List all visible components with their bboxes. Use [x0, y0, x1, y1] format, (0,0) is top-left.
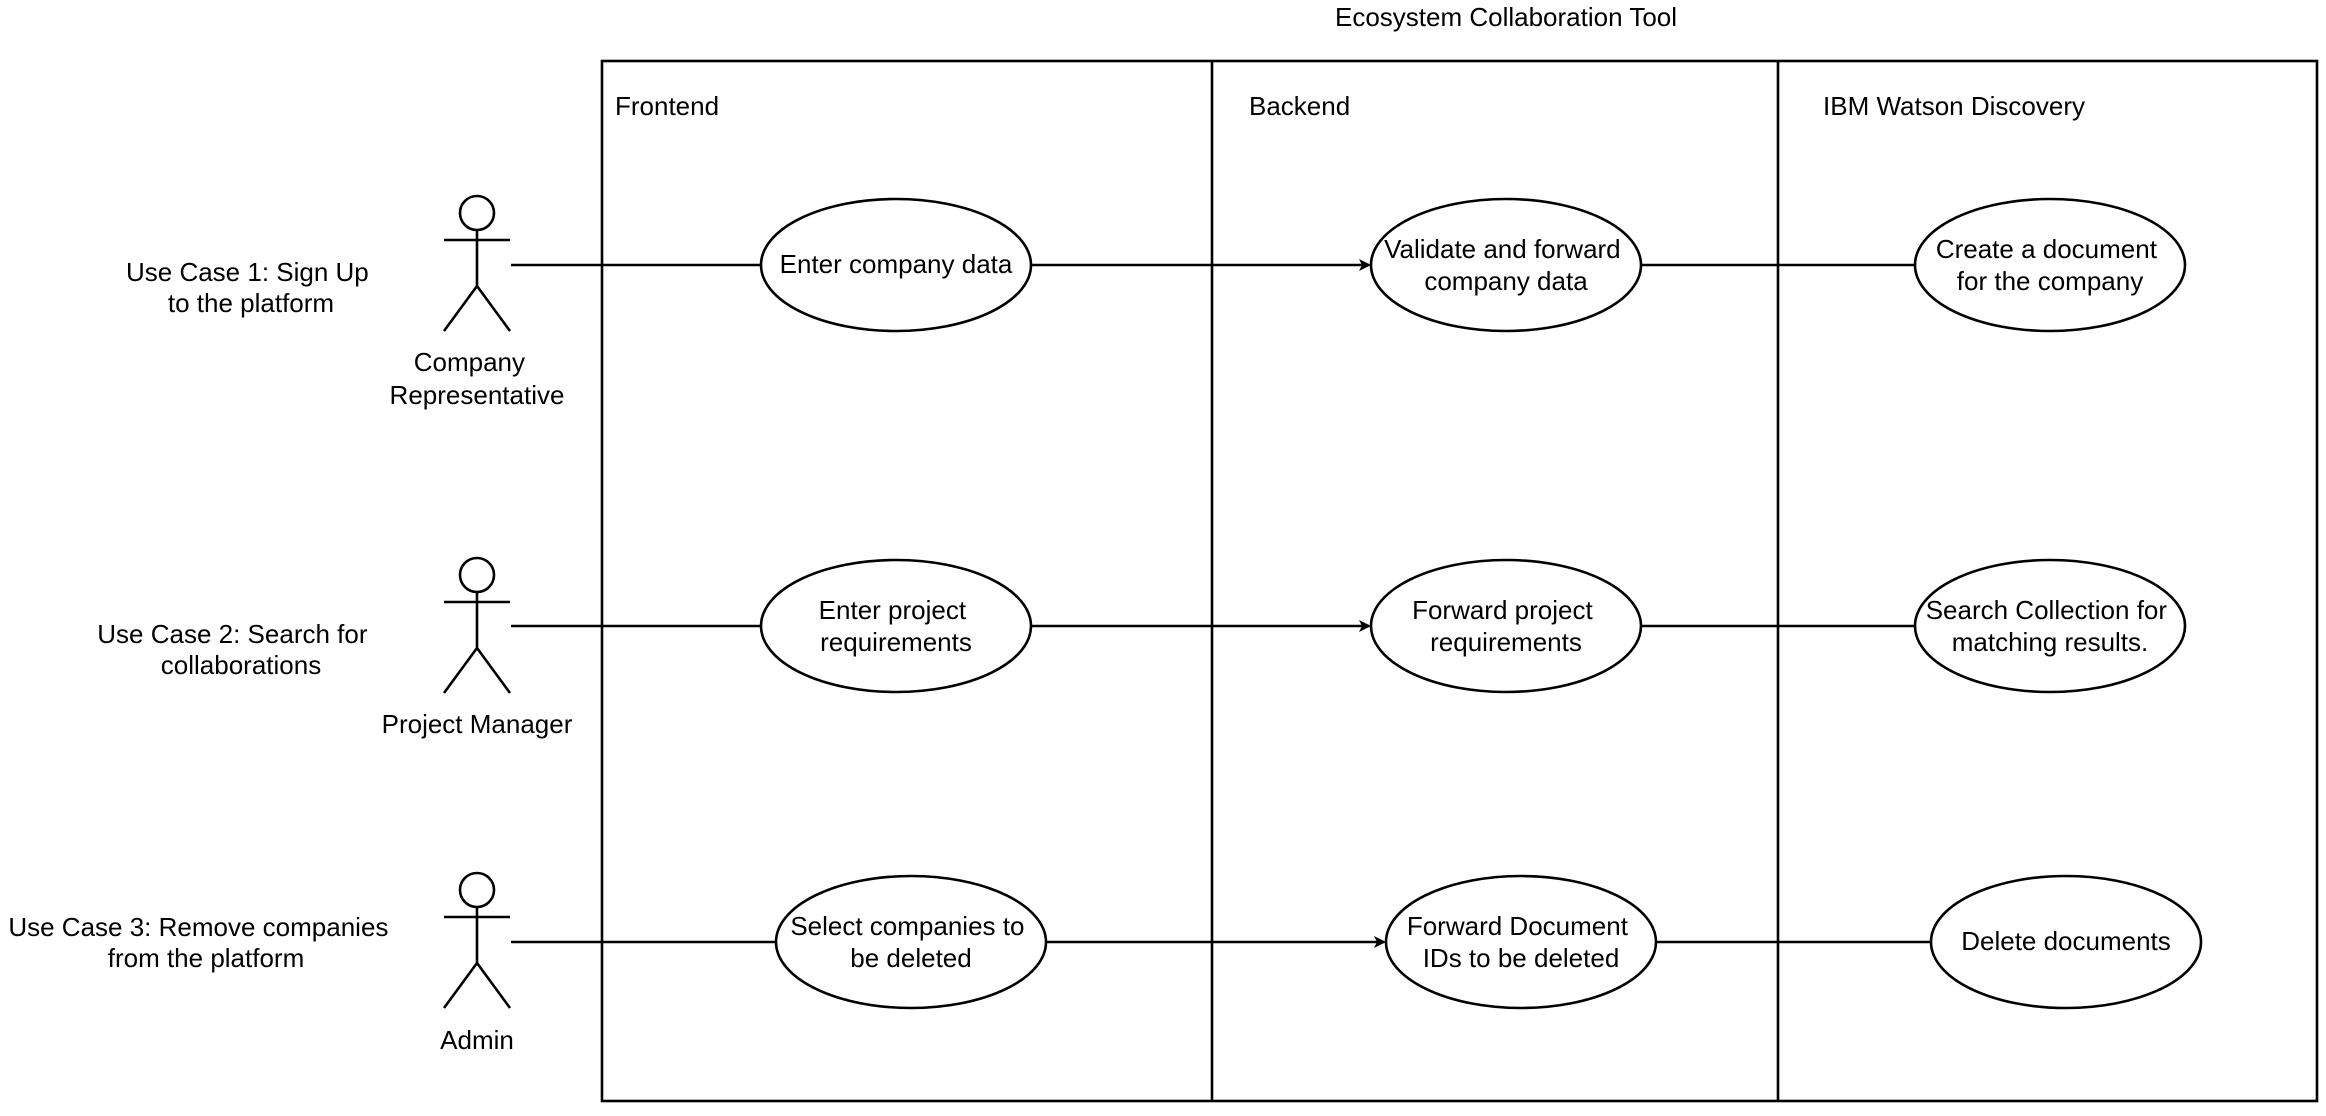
use-case-ellipse-label-line: be deleted [850, 943, 971, 973]
use-case-ellipse [1384, 874, 1658, 1010]
use-case-ellipse-label-line: IDs to be deleted [1423, 943, 1620, 973]
use-case-ellipse-label-line: for the company [1957, 266, 2143, 296]
use-case-ellipse-label-line: Forward Document [1407, 911, 1629, 941]
use-case-ellipse-label-line: company data [1424, 266, 1588, 296]
actor-label-line: Company [414, 347, 525, 377]
use-case-label: Use Case 3: Remove companies from the pl… [8, 912, 395, 973]
use-case-ellipse-label: Forward project requirements [1412, 595, 1600, 657]
use-case-label-line: Use Case 2: Search for [97, 619, 368, 649]
use-case-label-line: to the platform [168, 288, 334, 318]
use-case-row-1: Use Case 1: Sign Up to the platform Comp… [126, 194, 2187, 410]
use-case-ellipse-label-line: Select companies to [790, 911, 1024, 941]
use-case-ellipse [1913, 197, 2187, 333]
use-case-label: Use Case 2: Search for collaborations [97, 619, 374, 680]
lane-label-backend: Backend [1249, 91, 1350, 121]
use-case-ellipse-label: Enter company data [780, 249, 1013, 279]
use-case-ellipse-label-line: Enter company data [780, 249, 1013, 279]
use-case-ellipse-label: Delete documents [1961, 926, 2171, 956]
use-case-label-line: collaborations [161, 650, 321, 680]
use-case-label: Use Case 1: Sign Up to the platform [126, 257, 376, 318]
actor-label: Project Manager [382, 709, 573, 739]
lane-label-frontend: Frontend [615, 91, 719, 121]
actor-label-line: Project Manager [382, 709, 573, 739]
use-case-ellipse-label: Search Collection for matching results. [1926, 595, 2175, 657]
use-case-ellipse-label-line: Search Collection for [1926, 595, 2168, 625]
use-case-row-2: Use Case 2: Search for collaborations Pr… [97, 556, 2187, 739]
actor-stick-figure [442, 556, 512, 694]
use-case-ellipse [774, 874, 1048, 1010]
actor-label: Admin [440, 1025, 514, 1055]
actor-stick-figure [442, 871, 512, 1009]
use-case-ellipse-label: Validate and forward company data [1384, 234, 1628, 296]
use-case-ellipse [1369, 197, 1643, 333]
actor-label-line: Admin [440, 1025, 514, 1055]
system-boundary [600, 59, 2319, 1103]
use-case-ellipse-label-line: requirements [820, 627, 972, 657]
lane-label-watson: IBM Watson Discovery [1823, 91, 2085, 121]
use-case-ellipse-label-line: Create a document [1936, 234, 2158, 264]
use-case-label-line: Use Case 1: Sign Up [126, 257, 369, 287]
use-case-ellipse-label: Select companies to be deleted [790, 911, 1031, 973]
use-case-ellipse-label-line: matching results. [1952, 627, 2149, 657]
use-case-ellipse-label: Enter project requirements [819, 595, 974, 657]
use-case-ellipse [1929, 874, 2203, 1010]
use-case-ellipse [1913, 558, 2187, 694]
actor-label: Company Representative [390, 347, 565, 410]
diagram-title: Ecosystem Collaboration Tool [1335, 2, 1677, 32]
use-case-row-3: Use Case 3: Remove companies from the pl… [8, 871, 2203, 1055]
use-case-ellipse [759, 197, 1033, 333]
use-case-ellipse-label: Forward Document IDs to be deleted [1407, 911, 1635, 973]
use-case-label-line: Use Case 3: Remove companies [8, 912, 388, 942]
actor-stick-figure [442, 194, 512, 332]
use-case-ellipse-label-line: Enter project [819, 595, 967, 625]
actor-label-line: Representative [390, 380, 565, 410]
use-case-ellipse-label-line: requirements [1430, 627, 1582, 657]
use-case-ellipse-label-line: Delete documents [1961, 926, 2171, 956]
use-case-label-line: from the platform [108, 943, 305, 973]
use-case-ellipse-label-line: Validate and forward [1384, 234, 1621, 264]
use-case-ellipse-label-line: Forward project [1412, 595, 1593, 625]
use-case-ellipse-label: Create a document for the company [1936, 234, 2164, 296]
use-case-ellipse [1369, 558, 1643, 694]
use-case-ellipse [759, 558, 1033, 694]
